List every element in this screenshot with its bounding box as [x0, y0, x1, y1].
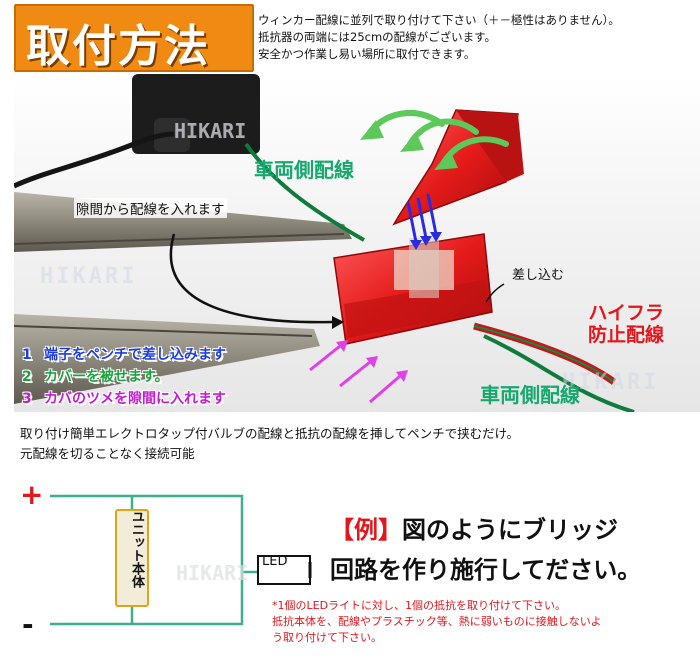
caution-line: 抵抗本体を、配線やプラスチック等、熱に弱いものに接触しないよ	[272, 615, 602, 628]
insert-label: 差し込む	[512, 268, 565, 283]
hyperflash-line2: 防止配線	[588, 324, 665, 346]
gap-instruction-label: 隙間から配線を入れます	[74, 198, 227, 218]
example-subheading: 回路を作り施行してださい。	[330, 556, 642, 584]
installation-photo: HIKARI HIKARI HIKARI 車両側配線 隙間から配線を入れます 差…	[14, 74, 700, 412]
watermark: HIKARI	[562, 370, 660, 395]
step-1: 1 端子をペンチで差し込みます	[22, 344, 226, 364]
insert-arrow	[485, 283, 505, 303]
unit-box	[115, 509, 149, 607]
description-line: 取り付け簡単エレクトロタップ付バルブの配線と抵抗の配線を挿してペンチで挟むだけ。	[20, 426, 520, 441]
example-text: 図のようにブリッジ	[402, 516, 618, 544]
positive-terminal: +	[20, 478, 44, 511]
example-tag: 【例】	[330, 516, 402, 544]
bridge-circuit: HIKARI	[50, 494, 312, 626]
note-line: 安全かつ作業し易い場所に取付できます。	[258, 47, 476, 61]
install-notes: ウィンカー配線に並列で取り付けて下さい（＋－極性はありません）。 抵抗器の両端に…	[258, 12, 698, 63]
green-wire-upper	[244, 142, 365, 242]
circuit-diagram: HIKARI + - ユニット本体 LED 【例】図のようにブリッジ 回路を作り…	[0, 470, 700, 664]
caution-line: *1個のLEDライトに対し、1個の抵抗を取り付けて下さい。	[272, 599, 567, 612]
watermark: HIKARI	[174, 119, 246, 143]
negative-terminal: -	[22, 608, 34, 641]
hyperflash-wire-label: ハイフラ 防止配線	[588, 302, 664, 346]
negative-wire	[50, 572, 244, 626]
step-number: 3	[22, 391, 32, 407]
caution-notes: *1個のLEDライトに対し、1個の抵抗を取り付けて下さい。 抵抗本体を、配線やプ…	[272, 598, 692, 646]
insert-arrows	[309, 344, 401, 404]
step-number: 1	[22, 347, 32, 363]
page-title: 取付方法	[26, 21, 210, 72]
note-line: ウィンカー配線に並列で取り付けて下さい（＋－極性はありません）。	[258, 13, 620, 27]
unit-label: ユニット本体	[129, 510, 144, 588]
arrow-heads	[360, 120, 458, 170]
photo-illustration: HIKARI	[14, 74, 700, 412]
step-2: 2 カバーを被せます。	[22, 366, 169, 386]
step-text: カバーを被せます。	[44, 369, 169, 385]
press-down-arrows	[406, 193, 438, 243]
description-line: 元配線を切ることなく接続可能	[20, 446, 195, 461]
step-number: 2	[22, 369, 32, 385]
caution-line: う取り付けて下さい。	[272, 631, 382, 644]
description: 取り付け簡単エレクトロタップ付バルブの配線と抵抗の配線を挿してペンチで挟むだけ。…	[14, 414, 700, 466]
example-heading: 【例】図のようにブリッジ	[330, 510, 618, 545]
note-line: 抵抗器の両端には25cmの配線がございます。	[258, 30, 497, 44]
step-text: カバのツメを隙間に入れます	[44, 391, 226, 407]
positive-wire	[50, 494, 262, 574]
title-banner: 取付方法	[14, 4, 254, 72]
hyperflash-line1: ハイフラ	[588, 302, 665, 324]
pliers-lower-jaw	[14, 314, 320, 404]
vehicle-wire-label-bottom: 車両側配線	[480, 383, 580, 407]
watermark: HIKARI	[176, 561, 248, 585]
step-text: 端子をペンチで差し込みます	[44, 347, 226, 363]
watermark: HIKARI	[40, 264, 138, 289]
vehicle-wire-label: 車両側配線	[254, 158, 354, 182]
green-wire-lower	[483, 334, 635, 412]
led-label: LED	[262, 554, 288, 569]
gap-arrow	[169, 233, 333, 324]
header: 取付方法 ウィンカー配線に並列で取り付けて下さい（＋－極性はありません）。 抵抗…	[0, 0, 700, 72]
step-3: 3 カバのツメを隙間に入れます	[22, 388, 226, 408]
